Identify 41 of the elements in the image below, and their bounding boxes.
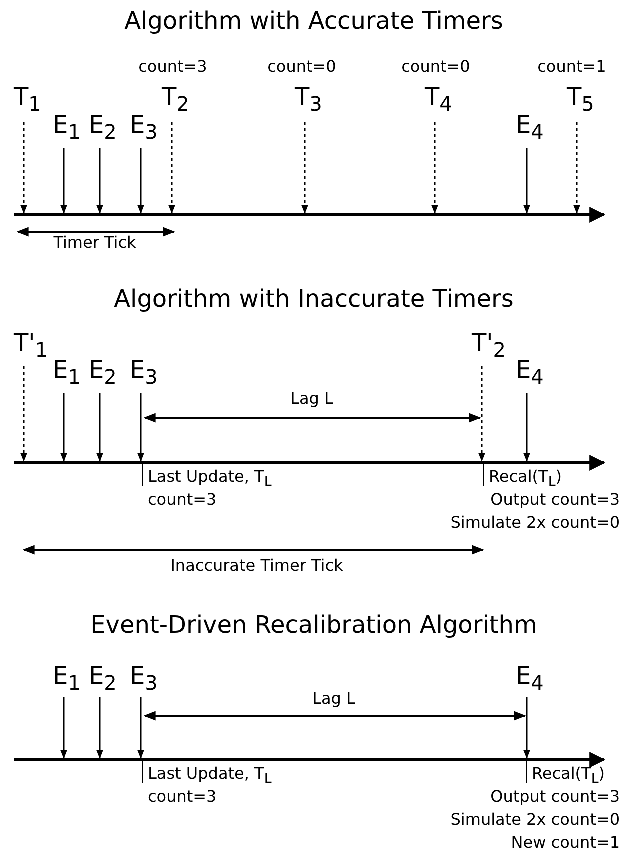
timer-label: T$_{3}$ [295, 84, 322, 116]
event-label: E$_{3}$ [130, 357, 158, 389]
annotation-text: Last Update, T$_{L}$ [148, 468, 272, 490]
annotation-text: Output count=3 [490, 491, 620, 510]
section-title: Algorithm with Accurate Timers [124, 8, 504, 36]
count-label: count=0 [268, 58, 336, 76]
event-label: E$_{2}$ [89, 663, 117, 695]
count-label: count=3 [138, 58, 208, 76]
annotation-text: Simulate 2x count=0 [450, 514, 620, 532]
event-label: E$_{2}$ [89, 357, 117, 389]
timer-label: T'$_{2}$ [472, 330, 506, 362]
event-label: E$_{1}$ [53, 112, 81, 144]
annotation-text: Last Update, T$_{L}$ [148, 765, 272, 788]
annotation-text: Recal(T$_{L}$) [532, 765, 605, 788]
timer-label: T$_{5}$ [567, 84, 594, 116]
count-label: count=0 [402, 58, 470, 76]
timer-label: T$_{2}$ [162, 84, 190, 116]
event-label: E$_{3}$ [130, 663, 158, 695]
section-title: Event-Driven Recalibration Algorithm [90, 612, 538, 640]
event-label: E$_{2}$ [89, 112, 117, 144]
event-label: E$_{4}$ [516, 357, 544, 389]
count-label: count=1 [538, 58, 606, 76]
span-label: Inaccurate Timer Tick [170, 557, 344, 576]
event-label: E$_{3}$ [130, 112, 158, 144]
annotation-text: New count=1 [511, 834, 620, 852]
timer-label: T$_{4}$ [425, 84, 452, 116]
annotation-text: Simulate 2x count=0 [450, 811, 620, 830]
annotation-text: Output count=3 [490, 788, 620, 806]
annotation-text: count=3 [148, 491, 217, 510]
span-label: Lag L [312, 690, 356, 708]
annotation-text: count=3 [148, 788, 217, 806]
event-label: E$_{1}$ [53, 663, 81, 695]
span-label: Lag L [290, 390, 334, 408]
event-label: E$_{4}$ [516, 112, 544, 144]
timer-label: T$_{1}$ [14, 84, 42, 116]
event-label: E$_{4}$ [516, 663, 544, 695]
event-label: E$_{1}$ [53, 357, 81, 389]
timer-label: T'$_{1}$ [14, 330, 48, 362]
section-title: Algorithm with Inaccurate Timers [114, 286, 514, 314]
annotation-text: Recal(T$_{L}$) [489, 468, 562, 490]
span-label: Timer Tick [54, 234, 136, 252]
